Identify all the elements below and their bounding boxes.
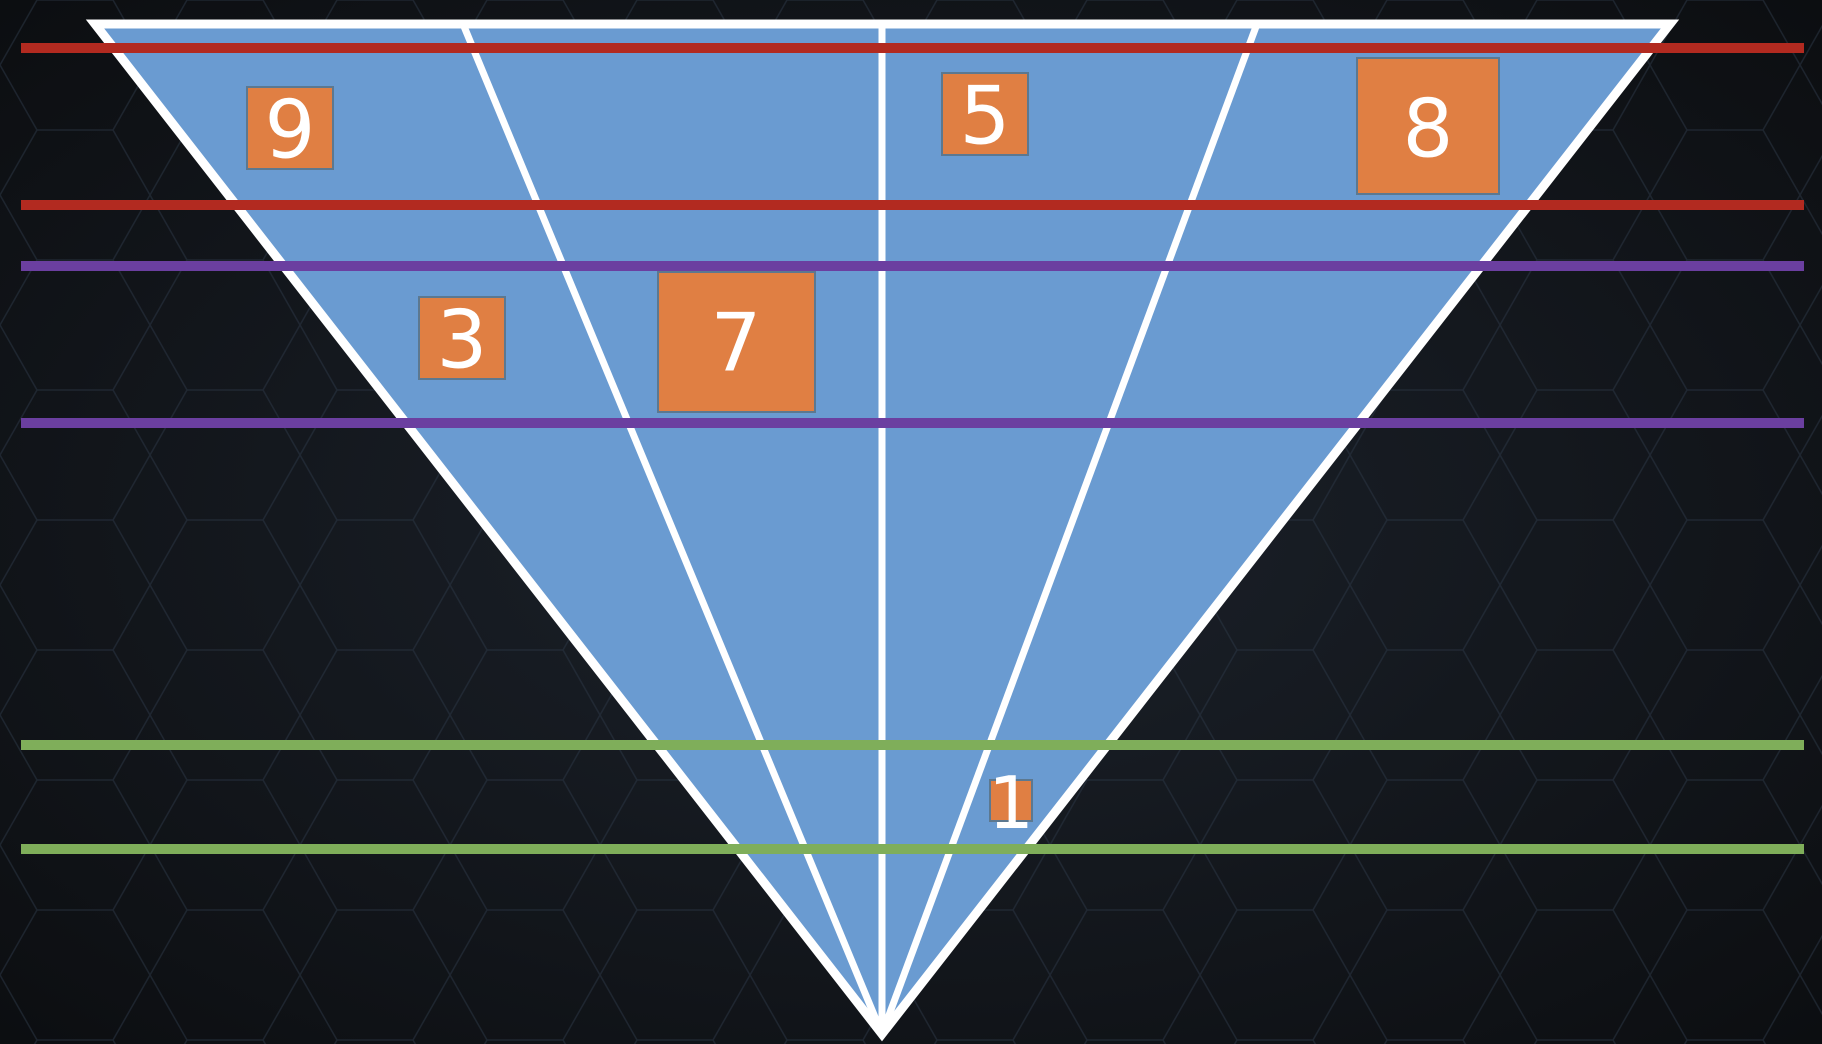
number-box-label: 9 [265,84,316,177]
number-box-label: 3 [437,294,488,387]
purple-band-line [21,418,1804,428]
numbered-boxes: 9 5 8 3 7 1 [246,57,1500,845]
green-band-line [21,740,1804,750]
triangle-dividers [459,22,1261,1036]
purple-band-line [21,261,1804,271]
number-box-label: 8 [1403,83,1454,176]
red-band-line [21,43,1804,53]
red-band-line [21,200,1804,210]
number-box: 7 [657,271,816,413]
divider-line-right [878,22,1261,1036]
divider-line-left [459,22,886,1036]
number-box: 1 [988,761,1034,845]
number-box: 5 [941,70,1029,163]
horizontal-bands [21,43,1804,854]
number-box: 3 [418,294,506,387]
number-box: 8 [1356,57,1500,195]
number-box-label: 1 [988,761,1034,845]
number-box-label: 5 [960,70,1011,163]
green-band-line [21,844,1804,854]
number-box: 9 [246,84,334,177]
number-box-label: 7 [711,297,762,390]
